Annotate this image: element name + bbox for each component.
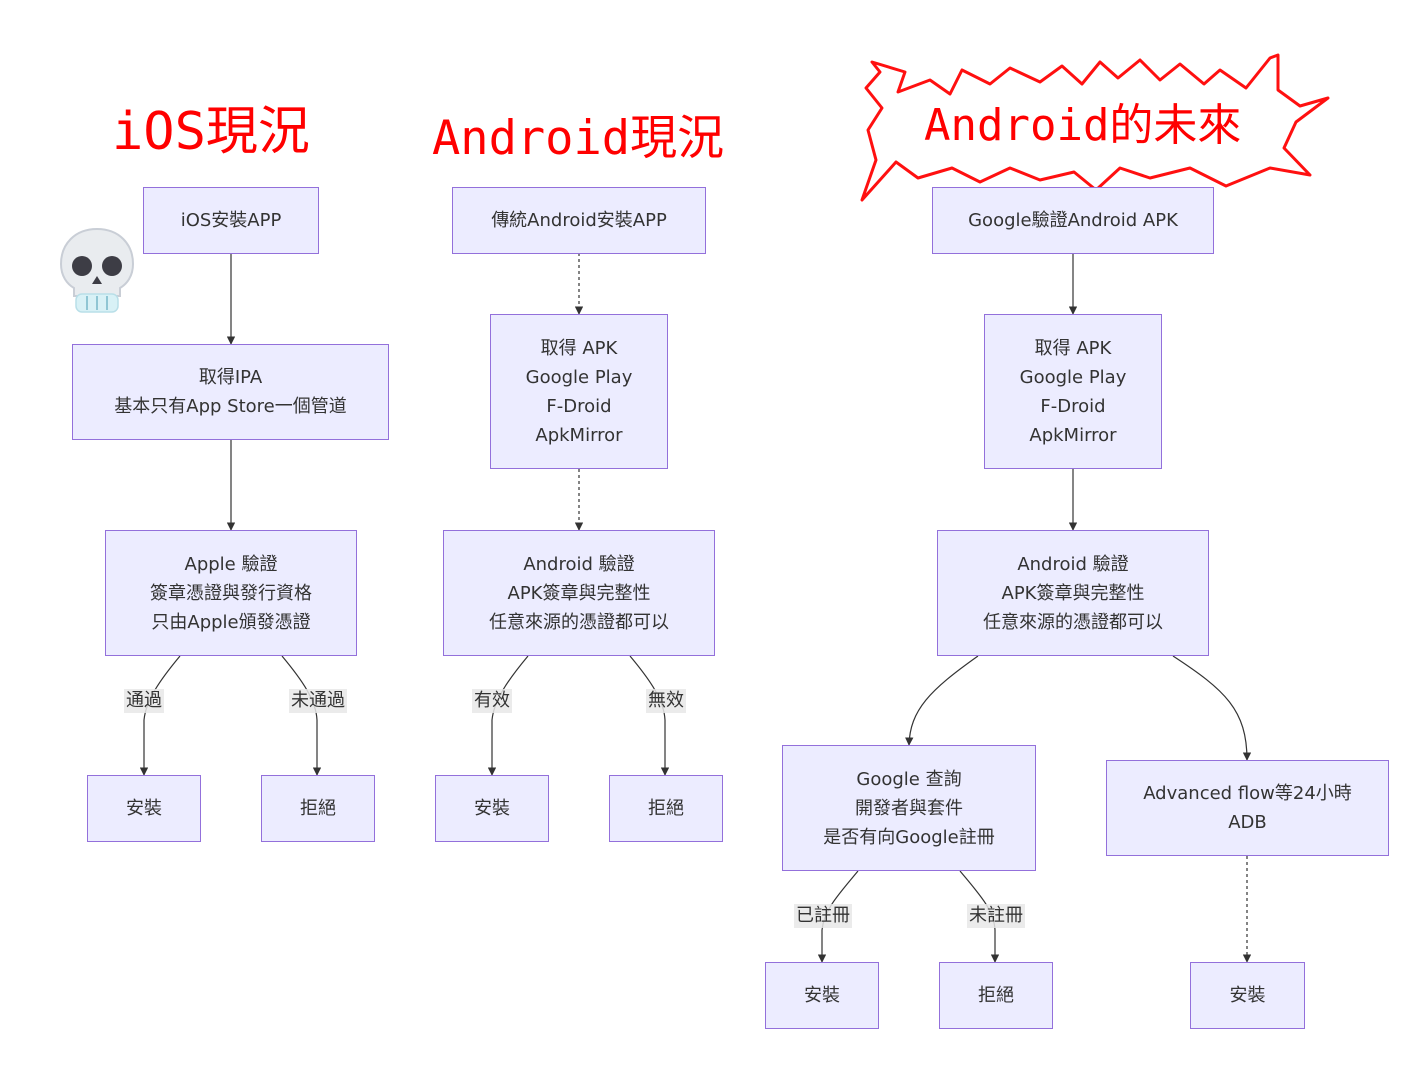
node-text: APK簽章與完整性 (507, 582, 651, 604)
node-text: 安裝 (474, 798, 510, 819)
node-text: ADB (1228, 812, 1267, 833)
node-text: 簽章憑證與發行資格 (150, 582, 312, 604)
node-text: Google Play (525, 366, 633, 388)
hand-drawn-highlight (860, 53, 1330, 202)
edge-future-verify-to-google (905, 655, 979, 746)
node-text: 拒絕 (648, 798, 684, 819)
node-text: 開發者與套件 (855, 797, 963, 819)
heading-android-future: Android的未來 (924, 100, 1242, 151)
node-text: ApkMirror (535, 424, 623, 446)
ios-install-app-node: iOS安裝APP (143, 187, 319, 254)
edge-ios-verify-to-install (139, 655, 181, 776)
node-text: 拒絕 (978, 985, 1014, 1006)
edge-label-fail: 未通過 (289, 689, 347, 713)
android-install-app-node: 傳統Android安裝APP (452, 187, 706, 254)
skull-icon (59, 227, 135, 313)
node-text: 任意來源的憑證都可以 (983, 611, 1163, 633)
node-text: Android 驗證 (523, 553, 635, 575)
edge-android-verify-to-install (487, 655, 529, 776)
future-get-apk-node: 取得 APK Google Play F-Droid ApkMirror (984, 314, 1162, 469)
edge-label-unregistered: 未註冊 (967, 904, 1025, 928)
future-reject-node: 拒絕 (939, 962, 1053, 1029)
android-verify-node: Android 驗證 APK簽章與完整性 任意來源的憑證都可以 (443, 530, 715, 656)
node-text: 任意來源的憑證都可以 (489, 611, 669, 633)
edge-ios-verify-to-reject (281, 655, 322, 776)
node-text: APK簽章與完整性 (1001, 582, 1145, 604)
ios-reject-node: 拒絕 (261, 775, 375, 842)
node-text: 安裝 (1229, 985, 1266, 1006)
edge-label-valid: 有效 (472, 689, 512, 713)
ios-verify-node: Apple 驗證 簽章憑證與發行資格 只由Apple頒發憑證 (105, 530, 357, 656)
ios-get-ipa-node: 取得IPA 基本只有App Store一個管道 (72, 344, 389, 440)
node-text: 取得 APK (1034, 337, 1112, 359)
ios-install-node: 安裝 (87, 775, 201, 842)
future-install-app-node: Google驗證Android APK (932, 187, 1214, 254)
node-text: 取得IPA (198, 367, 263, 388)
edge-future-verify-to-advanced (1172, 655, 1252, 761)
future-verify-node: Android 驗證 APK簽章與完整性 任意來源的憑證都可以 (937, 530, 1209, 656)
android-install-node: 安裝 (435, 775, 549, 842)
node-text: 是否有向Google註冊 (823, 826, 995, 848)
edge-label-registered: 已註冊 (794, 904, 852, 928)
node-text: 安裝 (126, 798, 162, 819)
node-text: F-Droid (546, 395, 612, 417)
node-text: Android 驗證 (1017, 553, 1129, 575)
node-text: Google 查詢 (856, 768, 962, 790)
node-text: 只由Apple頒發憑證 (151, 611, 311, 633)
future-install-2-node: 安裝 (1190, 962, 1305, 1029)
future-google-check-node: Google 查詢 開發者與套件 是否有向Google註冊 (782, 745, 1036, 871)
heading-ios: iOS現況 (112, 102, 310, 162)
heading-android-now: Android現況 (432, 111, 725, 166)
edge-android-verify-to-reject (629, 655, 670, 776)
edge-label-invalid: 無效 (646, 689, 686, 713)
node-text: Advanced flow等24小時 (1143, 783, 1352, 804)
android-get-apk-node: 取得 APK Google Play F-Droid ApkMirror (490, 314, 668, 469)
node-text: 安裝 (804, 985, 840, 1006)
edge-label-pass: 通過 (124, 689, 164, 713)
future-install-node: 安裝 (765, 962, 879, 1029)
node-text: Apple 驗證 (184, 553, 278, 575)
android-reject-node: 拒絕 (609, 775, 723, 842)
node-text: F-Droid (1040, 395, 1106, 417)
node-text: 取得 APK (540, 337, 618, 359)
node-text: ApkMirror (1029, 424, 1117, 446)
future-advanced-flow-node: Advanced flow等24小時 ADB (1106, 760, 1389, 856)
node-text: 拒絕 (300, 798, 336, 819)
node-text: 傳統Android安裝APP (491, 210, 667, 231)
node-text: Google驗證Android APK (968, 210, 1178, 231)
node-text: iOS安裝APP (180, 210, 282, 231)
node-text: 基本只有App Store一個管道 (114, 396, 347, 417)
node-text: Google Play (1019, 366, 1127, 388)
